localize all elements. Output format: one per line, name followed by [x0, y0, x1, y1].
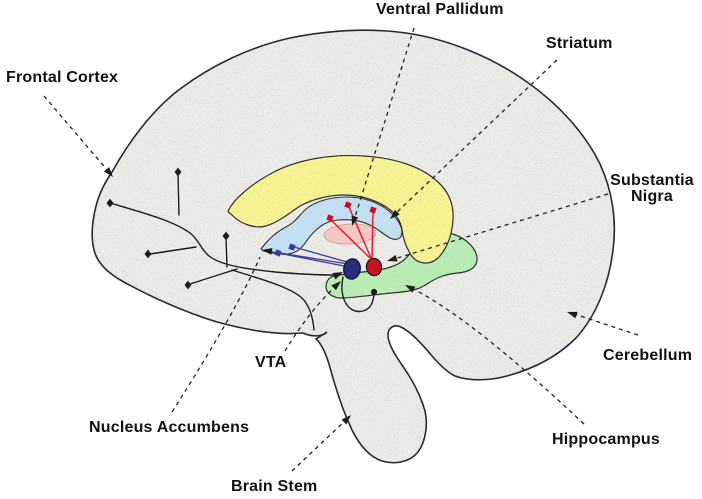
label-nucleus-accumbens: Nucleus Accumbens	[89, 419, 250, 436]
nigra-projection-2	[348, 206, 372, 259]
label-striatum: Striatum	[546, 35, 613, 52]
navy-terminal-square-1	[288, 243, 296, 251]
label-vta: VTA	[255, 354, 287, 371]
pathway-hippocampus-loop	[341, 276, 375, 313]
vta-nucleus	[343, 258, 361, 280]
pointer-frontal-cortex	[43, 95, 109, 172]
label-ventral-pallidum: Ventral Pallidum	[376, 1, 504, 18]
pointer-brain-stem	[291, 418, 348, 472]
label-cerebellum: Cerebellum	[603, 347, 693, 364]
pathway-descending	[231, 269, 315, 331]
pointer-nucleus-accumbens	[171, 256, 261, 413]
vta-projection-2	[279, 252, 349, 265]
loop-terminal-dot	[370, 288, 378, 296]
pointer-substantia-nigra	[393, 193, 609, 260]
label-hippocampus: Hippocampus	[552, 431, 660, 448]
nigra-projection-3	[371, 211, 374, 259]
nigra-terminals	[326, 201, 377, 222]
substantia-nigra-nucleus	[365, 257, 383, 277]
label-substantia-nigra: Substantia Nigra	[598, 173, 702, 205]
pathway-branch-1	[177, 173, 180, 216]
arrow-vta	[331, 281, 341, 291]
arrow-substantia-nigra	[387, 254, 398, 262]
pathway-branch-4	[189, 268, 238, 285]
red-terminal-square-3	[369, 206, 377, 214]
pointer-vta	[284, 285, 337, 352]
pathway-branch-2	[149, 246, 197, 255]
terminal-diamond-1	[174, 167, 182, 177]
vta-projection-3	[267, 250, 350, 268]
label-substantia-nigra-line1: Substantia	[610, 172, 694, 189]
pointer-striatum	[395, 59, 558, 214]
arrow-ventral-pallidum	[351, 215, 359, 226]
vta-projection-1	[293, 246, 348, 263]
arrowhead-into-accumbens	[262, 248, 273, 255]
arrow-striatum	[390, 209, 400, 219]
vta-projections	[267, 246, 350, 268]
arrow-hippocampus	[405, 285, 416, 293]
red-terminal-square-2	[344, 201, 352, 209]
label-frontal-cortex: Frontal Cortex	[6, 69, 119, 86]
arrow-cerebellum	[567, 311, 578, 319]
pointer-cerebellum	[573, 313, 639, 336]
black-pathways	[109, 173, 375, 331]
terminal-diamond-3	[222, 231, 230, 241]
pointer-ventral-pallidum	[354, 27, 415, 218]
arrow-frontal-cortex	[103, 167, 113, 177]
red-terminal-square-1	[326, 214, 334, 222]
terminal-diamond-edge	[106, 198, 114, 208]
nigra-projections	[330, 206, 374, 259]
label-substantia-nigra-line2: Nigra	[631, 188, 673, 205]
pointer-hippocampus	[410, 287, 585, 425]
label-brain-stem: Brain Stem	[231, 478, 318, 495]
label-pointer-lines	[43, 27, 639, 472]
vta-terminals	[262, 243, 296, 257]
arrowhead-into-vta	[332, 272, 343, 280]
arrow-brain-stem	[341, 415, 351, 425]
pathway-vta-frontal-cortex	[109, 202, 337, 276]
navy-terminal-square-2	[274, 249, 282, 257]
nigra-projection-1	[330, 219, 371, 259]
pointer-arrowheads	[103, 167, 578, 425]
pathway-branch-3	[225, 237, 228, 268]
